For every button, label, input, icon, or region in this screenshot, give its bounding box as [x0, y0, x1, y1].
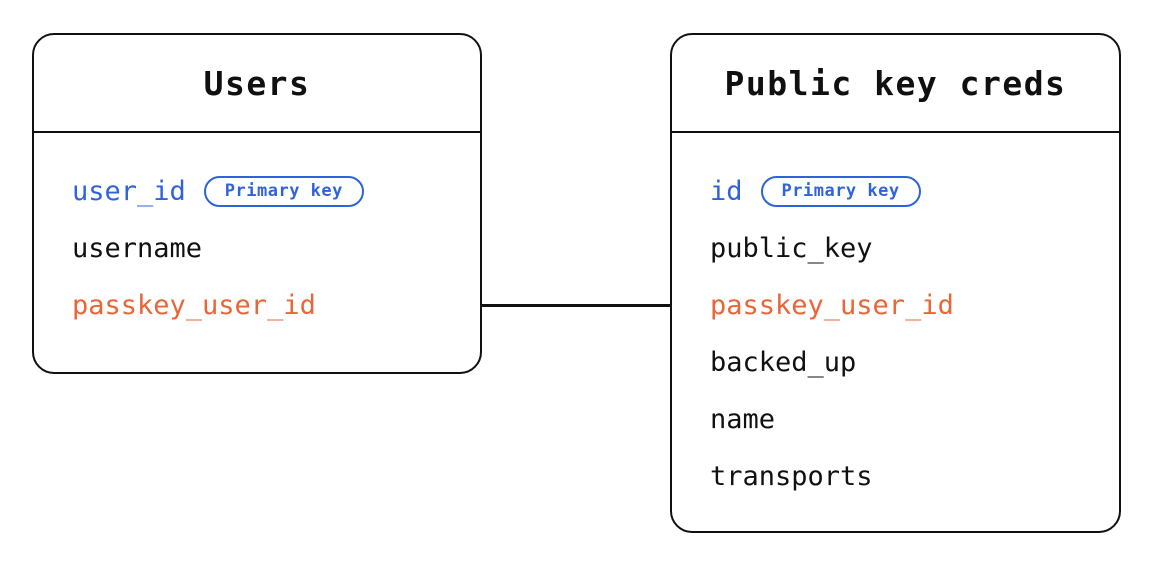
field-label-id: id	[710, 176, 743, 207]
entity-field-list-users: user_id Primary key username passkey_use…	[34, 131, 480, 372]
primary-key-badge: Primary key	[760, 176, 921, 207]
entity-title-users: Users	[203, 63, 311, 103]
field-row-id[interactable]: id Primary key	[710, 163, 1119, 220]
field-label-user-id: user_id	[72, 176, 186, 207]
field-row-passkey-user-id[interactable]: passkey_user_id	[710, 277, 1119, 334]
field-label-passkey-user-id: passkey_user_id	[72, 290, 316, 321]
primary-key-badge-label: Primary key	[781, 181, 900, 201]
field-row-public-key[interactable]: public_key	[710, 220, 1119, 277]
primary-key-badge: Primary key	[203, 176, 364, 207]
entity-header-public-key-creds: Public key creds	[672, 35, 1119, 133]
entity-header-users: Users	[34, 35, 480, 133]
field-label-transports: transports	[710, 461, 873, 492]
relationship-connector-line	[482, 303, 671, 307]
field-row-backed-up[interactable]: backed_up	[710, 334, 1119, 391]
entity-title-public-key-creds: Public key creds	[724, 63, 1067, 103]
field-row-user-id[interactable]: user_id Primary key	[72, 163, 480, 220]
field-label-username: username	[72, 233, 203, 264]
entity-field-list-public-key-creds: id Primary key public_key passkey_user_i…	[672, 131, 1119, 531]
field-label-name: name	[710, 404, 776, 435]
primary-key-badge-label: Primary key	[224, 181, 343, 201]
field-row-transports[interactable]: transports	[710, 448, 1119, 505]
field-label-backed-up: backed_up	[710, 347, 857, 378]
field-row-username[interactable]: username	[72, 220, 480, 277]
field-row-name[interactable]: name	[710, 391, 1119, 448]
field-label-passkey-user-id: passkey_user_id	[710, 290, 954, 321]
entity-box-users[interactable]: Users user_id Primary key username passk…	[32, 33, 482, 374]
entity-box-public-key-creds[interactable]: Public key creds id Primary key public_k…	[670, 33, 1121, 533]
field-label-public-key: public_key	[710, 233, 873, 264]
field-row-passkey-user-id[interactable]: passkey_user_id	[72, 277, 480, 334]
